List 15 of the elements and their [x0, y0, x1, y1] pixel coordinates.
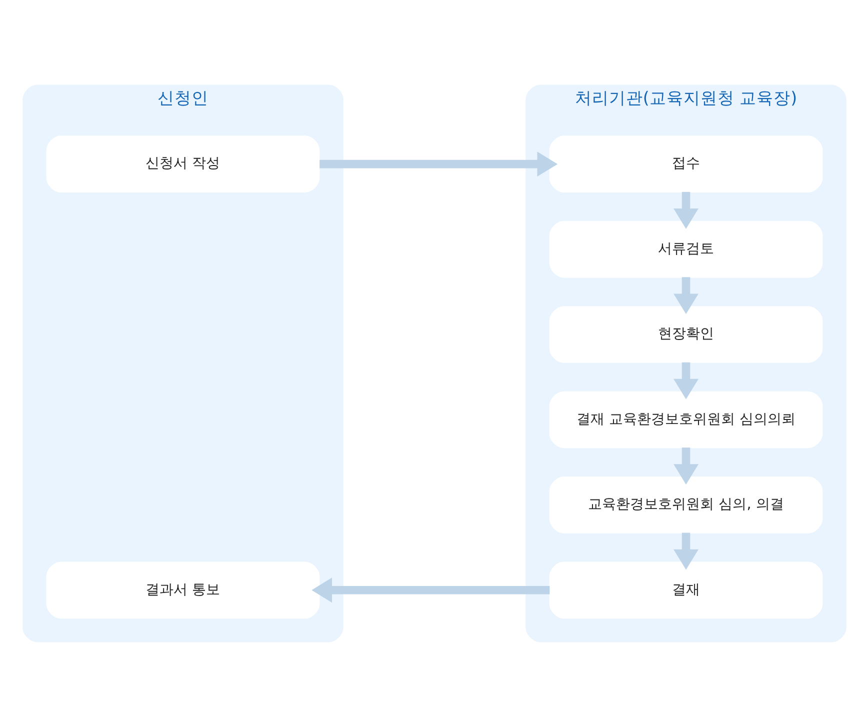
arrow	[673, 532, 698, 570]
arrow	[673, 192, 698, 229]
node-box: 결과서 통보	[46, 562, 320, 619]
node-box: 접수	[548, 136, 822, 192]
node-box: 현장확인	[548, 306, 822, 363]
node-box: 신청서 작성	[46, 136, 320, 192]
arrow	[319, 152, 558, 177]
node-box: 결재 교육환경보호위원회 심의의뢰	[548, 391, 822, 448]
node-box: 결재	[548, 562, 822, 619]
arrow	[673, 277, 698, 314]
arrow	[673, 448, 698, 484]
node-box: 서류검토	[548, 220, 822, 278]
node-box: 교육환경보호위원회 심의, 의결	[548, 476, 822, 534]
arrow	[311, 578, 550, 603]
arrow	[673, 362, 698, 400]
